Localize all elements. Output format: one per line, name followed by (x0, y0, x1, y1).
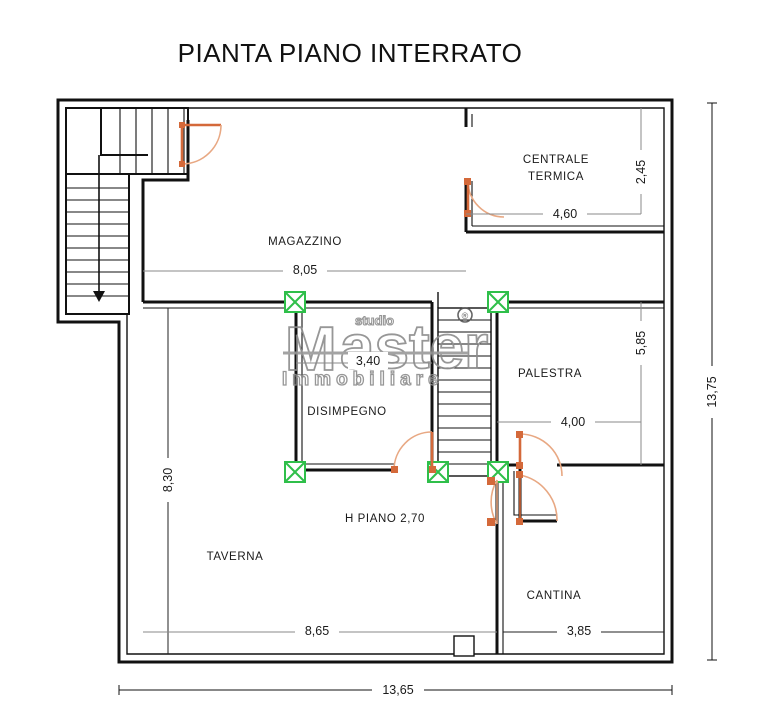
room-label-centrale: CENTRALE (523, 154, 589, 166)
dim-overall-height: 13,75 (705, 376, 719, 407)
room-label-disimpegno: DISIMPEGNO (307, 406, 386, 418)
room-label-termica: TERMICA (528, 171, 584, 183)
dim-centrale-height: 2,45 (634, 160, 648, 184)
staircase-center (437, 292, 492, 477)
watermark-sub: Immobiliare (282, 369, 444, 390)
outer-walls (56, 98, 674, 664)
door-disimpegno (391, 431, 436, 473)
dim-cantina-width: 3,85 (567, 624, 591, 638)
stair-down-arrow-icon (93, 291, 105, 302)
door-palestra (516, 431, 563, 477)
page-title: PIANTA PIANO INTERRATO (177, 38, 523, 68)
bottom-hatch-detail (453, 635, 475, 657)
watermark-main: aster (340, 313, 488, 382)
pillar-marker (284, 291, 306, 313)
watermark-studio: studio (355, 313, 394, 328)
door-centrale-termica (464, 178, 505, 218)
dim-disimpegno-width: 3,40 (356, 354, 380, 368)
room-labels: MAGAZZINO CENTRALE TERMICA PALESTRA DISI… (207, 154, 589, 602)
watermark-initial: M (285, 315, 337, 384)
overall-dimensions (118, 102, 717, 695)
room-label-cantina: CANTINA (527, 590, 582, 602)
dim-taverna-width: 8,65 (305, 624, 329, 638)
watermark: studio M aster ® Immobiliare (281, 307, 489, 391)
dim-magazzino-width: 8,05 (293, 263, 317, 277)
door-magazzino (179, 122, 222, 167)
dim-palestra-height: 5,85 (634, 331, 648, 355)
room-label-palestra: PALESTRA (518, 368, 582, 380)
room-label-taverna: TAVERNA (207, 551, 264, 563)
door-cantina (516, 471, 558, 525)
dim-centrale-width: 4,60 (553, 207, 577, 221)
watermark-registered-icon: ® (462, 311, 469, 321)
door-taverna (487, 477, 498, 526)
pillar-marker (487, 291, 509, 313)
dim-palestra-width: 4,00 (561, 415, 585, 429)
staircase-left (65, 107, 189, 315)
dim-overall-width: 13,65 (382, 683, 413, 697)
height-note-label: H PIANO 2,70 (345, 513, 425, 525)
dimension-labels: 8,05 3,40 4,60 4,00 2,45 5,85 8,30 8,65 (159, 150, 720, 698)
pillar-marker (284, 461, 306, 483)
room-label-magazzino: MAGAZZINO (268, 236, 342, 248)
dim-taverna-height: 8,30 (161, 468, 175, 492)
doors (179, 122, 563, 526)
pillars (284, 291, 509, 483)
